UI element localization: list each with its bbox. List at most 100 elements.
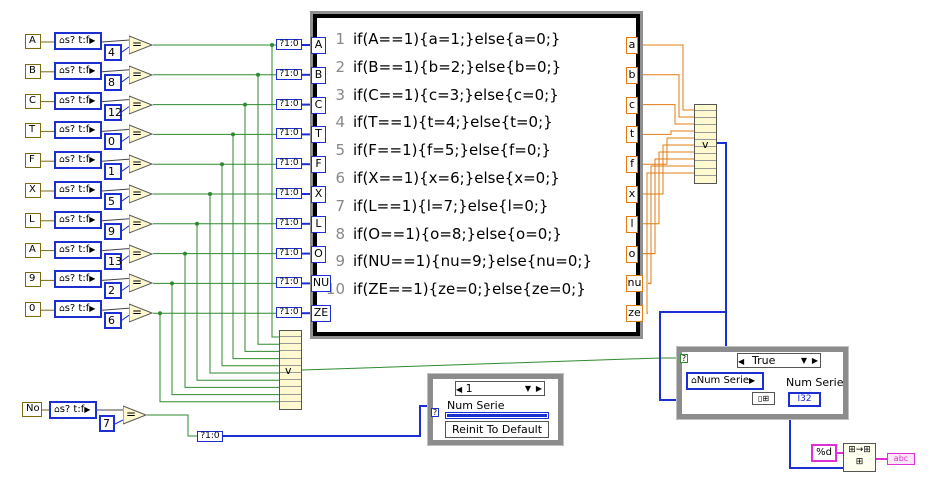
equal-node-no[interactable]: = [122,405,148,429]
output-terminal[interactable]: f [626,156,638,174]
output-terminal[interactable]: b [626,66,638,84]
char-const[interactable]: L [25,212,41,228]
num-const[interactable]: 8 [104,73,122,91]
no-char-func[interactable]: ⌂s? t:f▶ [49,401,97,419]
wire [642,144,694,195]
char-const[interactable]: T [25,123,41,139]
bool-to-int[interactable]: ?1:0 [276,158,302,170]
input-terminal[interactable]: B [311,66,326,84]
char-const[interactable]: A [25,242,41,258]
equal-node[interactable]: = [128,35,154,59]
num-const[interactable]: 13 [104,252,122,270]
wire [121,135,130,142]
no-char-const[interactable]: No [22,402,42,417]
no-num-const[interactable]: 7 [99,415,115,432]
format-const[interactable]: %d [811,444,837,462]
bool-to-int[interactable]: ?1:0 [276,247,302,259]
arrow-right-icon: ▶ [89,65,96,75]
or-input-line [280,379,301,381]
char-func[interactable]: ⌂s? t:f▶ [54,32,102,50]
char-const[interactable]: X [25,183,41,198]
format-into-string-node[interactable]: ⊞→⊞⊞ [843,443,876,472]
char-func[interactable]: ⌂s? t:f▶ [54,151,102,170]
output-terminal[interactable]: nu [626,275,643,293]
num-const[interactable]: 5 [104,193,122,210]
output-terminal[interactable]: t [626,126,638,144]
num-serie-property-node[interactable]: ⌂Num Serie▶ [686,372,764,390]
input-terminal[interactable]: L [311,215,326,233]
input-terminal[interactable]: A [311,37,326,54]
bool-to-int-no[interactable]: ?1:0 [197,431,223,442]
compound-or-left[interactable]: v [279,330,302,410]
num-const[interactable]: 6 [104,312,122,330]
input-terminal[interactable]: F [311,156,326,174]
output-terminal[interactable]: a [626,37,638,54]
string-type: abc [893,454,909,463]
char-func[interactable]: ⌂s? t:f▶ [54,210,102,229]
num-const[interactable]: 4 [104,44,122,61]
char-const[interactable]: 0 [25,302,41,318]
input-terminal[interactable]: NU [311,275,331,293]
case-structure-middle[interactable]: ◀ 1 ▼ ▶ Num Serie Reinit To Default ? [427,373,564,446]
case-selector-middle[interactable]: ◀ 1 ▼ ▶ [455,381,545,396]
equal-node[interactable]: = [128,184,154,208]
char-func[interactable]: ⌂s? t:f▶ [54,91,102,110]
char-func[interactable]: ⌂s? t:f▶ [54,121,102,140]
char-const[interactable]: 9 [25,272,41,288]
wire [642,74,694,118]
equal-sign: = [132,275,143,290]
input-terminal[interactable]: O [311,245,326,263]
input-terminal[interactable]: X [311,186,326,203]
char-func[interactable]: ⌂s? t:f▶ [54,300,102,319]
num-const[interactable]: 1 [104,163,122,181]
bool-to-int[interactable]: ?1:0 [276,188,302,199]
input-terminal[interactable]: ZE [311,305,331,323]
char-const[interactable]: B [25,63,41,79]
char-func[interactable]: ⌂s? t:f▶ [54,270,102,289]
output-terminal[interactable]: o [626,245,638,263]
equal-node[interactable]: = [128,154,154,178]
string-indicator[interactable]: abc [887,453,915,465]
num-serie-local[interactable] [445,412,549,419]
wire [101,188,130,192]
output-terminal[interactable]: l [626,215,638,233]
num-const[interactable]: 2 [104,282,122,300]
bool-to-int[interactable]: ?1:0 [276,277,302,289]
char-func[interactable]: ⌂s? t:f▶ [54,240,102,259]
char-const[interactable]: F [25,153,41,169]
equal-node[interactable]: = [128,65,154,89]
char-func[interactable]: ⌂s? t:f▶ [54,61,102,80]
output-terminal[interactable]: c [626,96,638,114]
bool-to-int[interactable]: ?1:0 [276,128,302,140]
num-serie-indicator[interactable]: I32 [788,392,821,407]
or-input-line [695,110,716,111]
build-array-icon[interactable]: ▯⊞ [752,392,775,405]
char-const[interactable]: C [25,93,41,109]
input-terminal[interactable]: C [311,96,326,114]
char-const[interactable]: A [25,34,41,49]
bool-to-int[interactable]: ?1:0 [276,68,302,80]
compound-or-right[interactable]: v [694,104,717,184]
num-const[interactable]: 12 [104,103,122,121]
char-func[interactable]: ⌂s? t:f▶ [54,181,102,199]
equal-node[interactable]: = [128,273,154,297]
equal-node[interactable]: = [128,214,154,238]
num-const[interactable]: 0 [104,133,122,151]
equal-node[interactable]: = [128,124,154,148]
case-structure-right[interactable]: ◀ True ▼ ▶ ⌂Num Serie▶ Num Serie ▯⊞ I32 … [676,346,849,420]
equal-node[interactable]: = [128,243,154,268]
equal-node[interactable]: = [128,303,154,327]
output-terminal[interactable]: ze [626,305,643,323]
output-terminal[interactable]: x [626,186,638,203]
reinit-to-default-node[interactable]: Reinit To Default [445,421,549,438]
bool-to-int[interactable]: ?1:0 [276,98,302,110]
bool-to-int[interactable]: ?1:0 [276,217,302,229]
input-terminal[interactable]: T [311,126,326,144]
num-const[interactable]: 9 [104,222,122,240]
bool-to-int[interactable]: ?1:0 [276,307,302,319]
bool-to-int[interactable]: ?1:0 [276,39,302,50]
case-selector-right[interactable]: ◀ True ▼ ▶ [737,353,821,368]
equal-node[interactable]: = [128,94,154,119]
